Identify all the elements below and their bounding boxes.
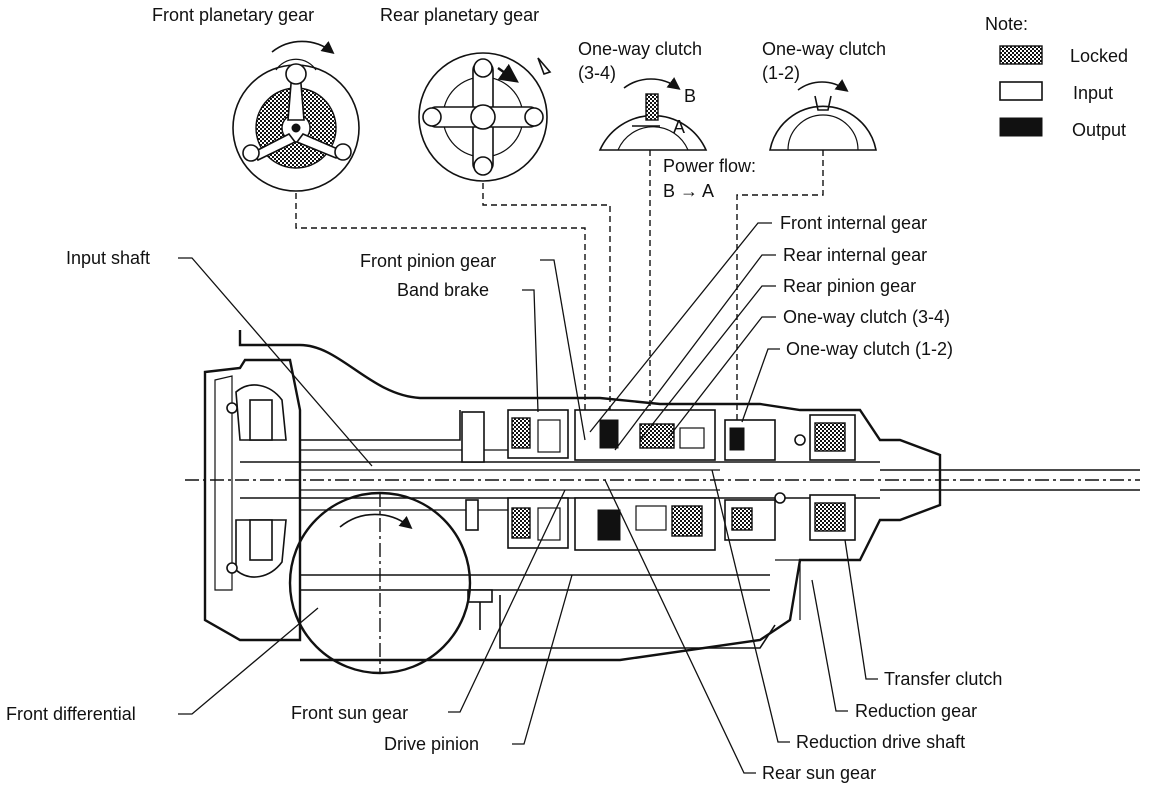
owc34-marker-b: B — [684, 86, 696, 106]
rear-sun-gear-label: Rear sun gear — [762, 763, 876, 783]
one-way-clutch-34-icon: B A — [598, 77, 708, 151]
reduction-gear-label: Reduction gear — [855, 701, 977, 721]
owc12-title-line2: (1-2) — [762, 63, 800, 83]
legend-locked-swatch — [999, 45, 1043, 65]
legend-title: Note: — [985, 14, 1028, 34]
transfer-clutch-label: Transfer clutch — [884, 669, 1002, 689]
band-brake-label: Band brake — [397, 280, 489, 300]
one-way-clutch-34-label: One-way clutch (3-4) — [783, 307, 950, 327]
front-internal-gear-leader — [589, 222, 772, 433]
drive-pinion-leader — [512, 574, 573, 745]
input-shaft-leader — [178, 257, 373, 467]
legend-input-label: Input — [1073, 83, 1113, 103]
rear-planetary-gear-icon — [418, 52, 552, 182]
icon-link-lines — [295, 150, 824, 440]
reduction-drive-shaft-leader — [711, 469, 790, 743]
front-internal-gear-label: Front internal gear — [780, 213, 927, 233]
front-pinion-gear-label: Front pinion gear — [360, 251, 496, 271]
reduction-drive-shaft-label: Reduction drive shaft — [796, 732, 965, 752]
rear-pinion-gear-leader — [639, 285, 776, 441]
band-brake-leader — [522, 289, 539, 413]
rear-pinion-gear-label: Rear pinion gear — [783, 276, 916, 296]
power-flow-line1: Power flow: — [663, 156, 756, 176]
rear-internal-gear-leader — [614, 254, 776, 451]
owc34-marker-a: A — [673, 117, 685, 137]
legend-output-swatch — [999, 117, 1043, 137]
owc34-title-line1: One-way clutch — [578, 39, 702, 59]
one-way-clutch-34-leader — [667, 316, 776, 439]
owc12-title-line1: One-way clutch — [762, 39, 886, 59]
transfer-clutch-leader — [844, 539, 878, 680]
power-flow-line2: B → A — [663, 181, 714, 201]
front-differential-leader — [178, 607, 319, 715]
legend: Note: Locked Input Output — [985, 14, 1128, 140]
input-shaft-label: Input shaft — [66, 248, 150, 268]
one-way-clutch-12-label: One-way clutch (1-2) — [786, 339, 953, 359]
legend-output-label: Output — [1072, 120, 1126, 140]
legend-input-swatch — [999, 81, 1043, 101]
front-pinion-gear-leader — [540, 259, 586, 441]
rear-sun-gear-leader — [604, 479, 756, 774]
front-planetary-label: Front planetary gear — [152, 5, 314, 25]
rear-planetary-label: Rear planetary gear — [380, 5, 539, 25]
one-way-clutch-12-icon — [769, 79, 877, 151]
reduction-gear-leader — [811, 579, 848, 712]
one-way-clutch-12-leader — [741, 348, 780, 423]
drive-pinion-label: Drive pinion — [384, 734, 479, 754]
transmission-body — [185, 330, 1140, 675]
owc34-title-line2: (3-4) — [578, 63, 616, 83]
rear-internal-gear-label: Rear internal gear — [783, 245, 927, 265]
front-planetary-gear-icon — [232, 40, 360, 192]
front-differential-label: Front differential — [6, 704, 136, 724]
front-sun-gear-label: Front sun gear — [291, 703, 408, 723]
legend-locked-label: Locked — [1070, 46, 1128, 66]
front-sun-gear-leader — [448, 489, 566, 713]
